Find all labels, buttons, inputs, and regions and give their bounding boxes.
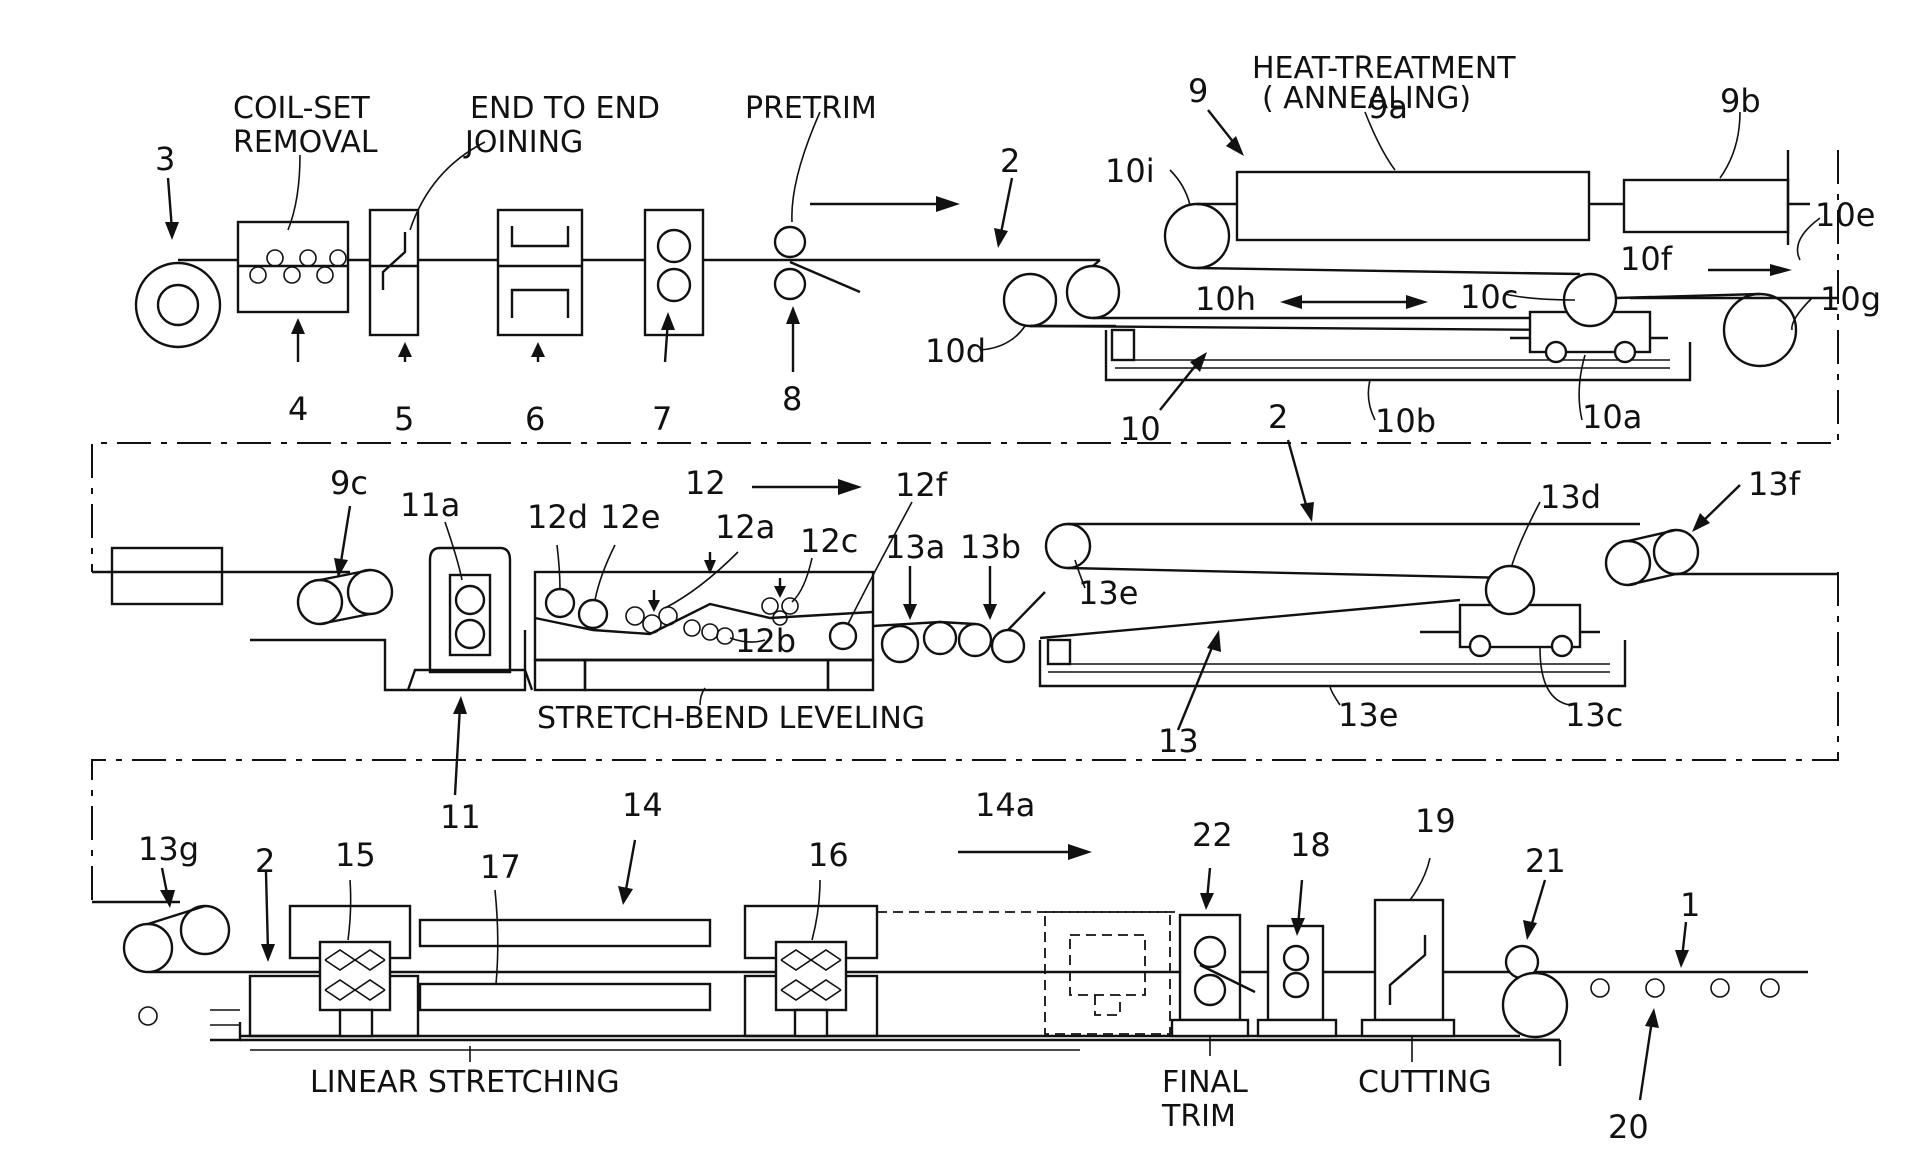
unit-7 (645, 210, 703, 335)
ref-11: 11 (440, 798, 481, 836)
ref-10f: 10f (1620, 240, 1673, 278)
ref-15: 15 (335, 836, 376, 874)
ref-10b: 10b (1375, 402, 1436, 440)
stand-11 (250, 548, 532, 690)
ref-12e: 12e (600, 498, 660, 536)
ref-10h: 10h (1195, 280, 1256, 318)
ref-21: 21 (1525, 842, 1566, 880)
label-stretch-bend-leveling: STRETCH-BEND LEVELING (537, 701, 925, 736)
final-trim-22 (1172, 915, 1255, 1036)
label-removal: REMOVAL (233, 125, 378, 160)
label-trim: TRIM (1161, 1099, 1236, 1134)
row-1 (136, 150, 1838, 380)
ref-2-row2: 2 (1268, 398, 1288, 436)
label-pretrim: PRETRIM (745, 91, 877, 126)
ref-8: 8 (782, 380, 802, 418)
ref-11a: 11a (400, 486, 460, 524)
ref-22: 22 (1192, 816, 1233, 854)
ref-13b: 13b (960, 528, 1021, 566)
ref-3: 3 (155, 140, 175, 178)
furnace-exit-9 (112, 548, 222, 604)
pretrim-rolls-8 (775, 227, 860, 299)
ref-1: 1 (1680, 886, 1700, 924)
stretch-bend-leveler-12 (535, 552, 873, 690)
heat-treatment-furnace-9 (1237, 150, 1788, 245)
ref-10: 10 (1120, 410, 1161, 448)
cutter-19 (1362, 900, 1454, 1036)
ref-13e-upper: 13e (1078, 574, 1138, 612)
ref-10c: 10c (1460, 278, 1518, 316)
label-end-to-end: END TO END (470, 91, 660, 126)
bridle-13f (1606, 530, 1838, 585)
joining-unit-6 (498, 210, 582, 335)
label-annealing: ( ANNEALING) (1262, 81, 1471, 116)
ref-9: 9 (1188, 72, 1208, 110)
ref-12: 12 (685, 464, 726, 502)
bridle-13a (873, 622, 956, 662)
flow-arrow-row3 (958, 844, 1092, 860)
ref-13c: 13c (1565, 696, 1623, 734)
ref-13d: 13d (1540, 478, 1601, 516)
ref-16: 16 (808, 836, 849, 874)
flow-arrow-row1 (810, 196, 960, 212)
bridle-13b (940, 592, 1045, 662)
ref-13: 13 (1158, 722, 1199, 760)
ref-13f: 13f (1748, 465, 1801, 503)
ref-13g: 13g (138, 830, 199, 868)
ref-14: 14 (622, 786, 663, 824)
ref-2-row1: 2 (1000, 142, 1020, 180)
ref-7: 7 (652, 400, 672, 438)
ref-12f: 12f (895, 466, 948, 504)
ref-12a: 12a (715, 508, 775, 546)
ref-19: 19 (1415, 802, 1456, 840)
linear-stretcher-14 (210, 906, 1560, 1066)
ref-18: 18 (1290, 826, 1331, 864)
coil-3 (136, 263, 220, 347)
coil-set-removal-unit-4 (238, 222, 348, 312)
ref-10a: 10a (1582, 398, 1642, 436)
roller-conveyor-20 (1591, 979, 1779, 997)
ref-9a: 9a (1368, 88, 1408, 126)
ref-6: 6 (525, 400, 545, 438)
label-final: FINAL (1162, 1065, 1248, 1100)
ref-14a: 14a (975, 786, 1035, 824)
label-coil-set: COIL-SET (233, 91, 370, 126)
ref-9b: 9b (1720, 82, 1761, 120)
bridle-9c (298, 570, 392, 624)
ref-4: 4 (288, 390, 308, 428)
ref-2-row3: 2 (255, 842, 275, 880)
section-dividers (92, 150, 1838, 902)
ref-13e-lower: 13e (1338, 696, 1398, 734)
ref-10g: 10g (1820, 280, 1881, 318)
ref-9c: 9c (330, 464, 368, 502)
ref-12b: 12b (735, 622, 796, 660)
unit-18 (1258, 926, 1336, 1036)
ref-10d: 10d (925, 332, 986, 370)
ref-17: 17 (480, 848, 521, 886)
label-joining: JOINING (463, 125, 583, 160)
bridle-13g (124, 906, 229, 1025)
ref-5: 5 (394, 400, 414, 438)
ref-10e: 10e (1815, 196, 1875, 234)
ref-12c: 12c (800, 522, 858, 560)
pinch-rolls-21 (1503, 946, 1567, 1037)
ref-13a: 13a (885, 528, 945, 566)
ref-20: 20 (1608, 1108, 1649, 1146)
label-cutting: CUTTING (1358, 1065, 1492, 1100)
flow-arrow-row2 (752, 479, 862, 495)
label-linear-stretching: LINEAR STRETCHING (310, 1065, 620, 1100)
ref-12d: 12d (527, 498, 588, 536)
ref-10i: 10i (1105, 152, 1155, 190)
